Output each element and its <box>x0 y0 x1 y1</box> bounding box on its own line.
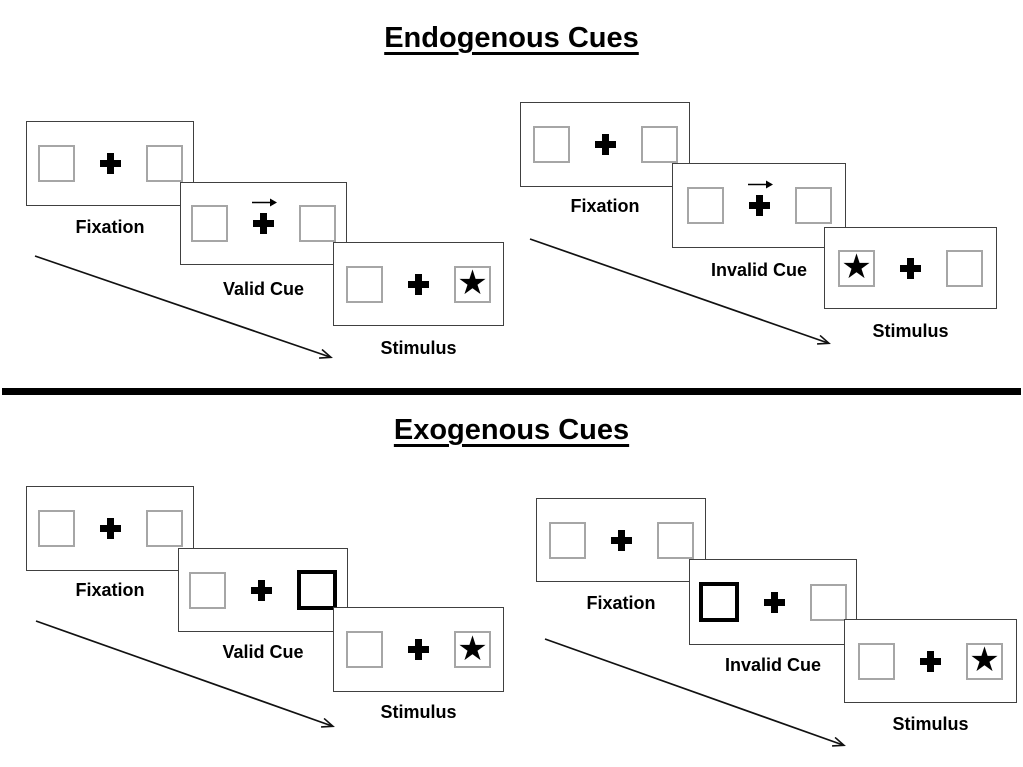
left-box <box>346 265 383 303</box>
endo-valid-fixation-label: Fixation <box>75 217 145 237</box>
exo-valid-fixation-panel <box>26 486 194 571</box>
left-box <box>686 187 724 224</box>
fixation-cross-icon <box>408 639 429 660</box>
fixation-cross-icon <box>594 134 616 155</box>
right-box <box>145 145 183 182</box>
fixation-cross-icon <box>610 529 632 551</box>
endo-invalid-timeline-arrow <box>529 238 828 343</box>
exo-invalid-fixation-label: Fixation <box>586 593 656 613</box>
target-star-icon: ★ <box>969 640 1000 680</box>
right-arrow-cue-icon <box>747 180 773 189</box>
left-box <box>191 205 228 242</box>
endo-valid-stimulus-panel: ★ <box>333 242 504 326</box>
fixation-cross-icon <box>251 579 272 601</box>
right-box <box>145 510 183 547</box>
left-box <box>37 145 75 182</box>
left-box-highlight-cue <box>699 582 739 622</box>
target-star-icon: ★ <box>457 628 488 669</box>
right-box-with-target: ★ <box>966 640 1003 680</box>
exo-valid-cue-panel <box>178 548 348 632</box>
exo-invalid-cue-label: Invalid Cue <box>724 655 822 675</box>
endo-valid-timeline-arrow <box>34 255 330 357</box>
right-box <box>810 583 847 621</box>
endo-valid-cue-label: Valid Cue <box>222 279 305 299</box>
target-star-icon: ★ <box>457 263 488 303</box>
fixation-cross-icon <box>408 273 429 295</box>
fixation-cross-icon <box>252 198 277 234</box>
fixation-cross-icon <box>99 518 121 539</box>
target-star-icon: ★ <box>841 247 872 287</box>
right-box <box>299 205 336 242</box>
fixation-cross-icon <box>920 650 941 672</box>
left-box <box>37 510 75 547</box>
fixation-cross-icon <box>764 591 785 613</box>
fixation-cross-icon <box>900 257 921 279</box>
endo-invalid-stimulus-panel: ★ <box>824 227 997 309</box>
left-box-with-target: ★ <box>838 247 875 287</box>
exogenous-section-title: Exogenous Cues <box>393 414 630 446</box>
endo-valid-fixation-panel <box>26 121 194 206</box>
exo-invalid-cue-panel <box>689 559 857 645</box>
exo-valid-stimulus-panel: ★ <box>333 607 504 692</box>
right-box-with-target: ★ <box>454 263 491 303</box>
exo-invalid-fixation-panel <box>536 498 706 582</box>
right-box <box>946 249 983 287</box>
fixation-cross-icon <box>747 180 773 216</box>
endogenous-section-title: Endogenous Cues <box>384 22 639 54</box>
endo-valid-stimulus-label: Stimulus <box>380 338 457 358</box>
exo-valid-cue-label: Valid Cue <box>222 642 304 662</box>
exo-valid-fixation-label: Fixation <box>75 580 145 600</box>
left-box <box>858 642 895 680</box>
endo-invalid-fixation-label: Fixation <box>570 196 640 216</box>
fixation-cross-icon <box>99 153 121 174</box>
endo-invalid-cue-panel <box>672 163 846 248</box>
left-box <box>189 571 226 609</box>
left-box <box>532 126 570 163</box>
right-box <box>640 126 678 163</box>
exo-valid-stimulus-label: Stimulus <box>380 702 457 722</box>
endo-valid-cue-panel <box>180 182 347 265</box>
right-arrow-cue-icon <box>252 198 277 207</box>
left-box <box>346 631 383 668</box>
section-divider <box>2 388 1021 395</box>
exo-invalid-stimulus-label: Stimulus <box>892 714 969 734</box>
endo-invalid-fixation-panel <box>520 102 690 187</box>
exo-valid-timeline-arrow <box>35 620 332 726</box>
left-box <box>548 521 586 559</box>
exo-invalid-stimulus-panel: ★ <box>844 619 1017 703</box>
right-box <box>656 521 694 559</box>
endo-invalid-stimulus-label: Stimulus <box>872 321 949 341</box>
right-box-with-target: ★ <box>454 631 491 668</box>
endo-invalid-cue-label: Invalid Cue <box>710 260 808 280</box>
right-box-highlight-cue <box>297 570 337 610</box>
right-box <box>794 187 832 224</box>
